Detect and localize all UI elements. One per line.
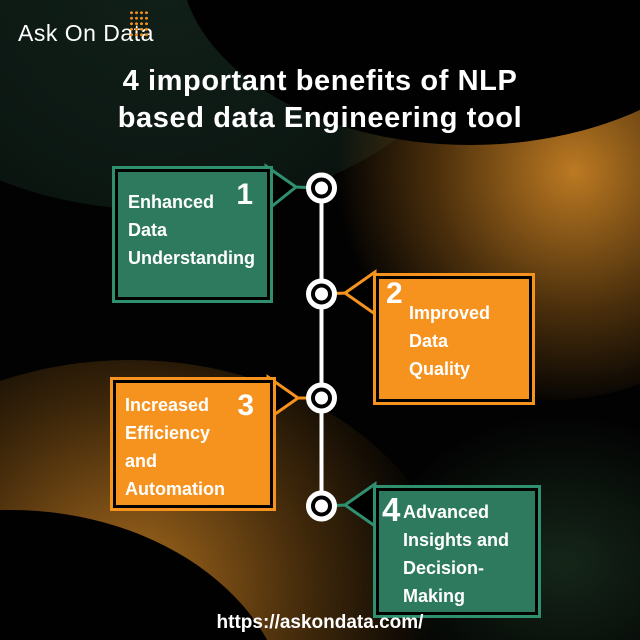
benefit-number-3: 3 (237, 389, 254, 422)
pointer-tab-4 (342, 481, 377, 529)
website-url[interactable]: https://askondata.com/ (216, 612, 424, 633)
timeline-node-2 (306, 278, 337, 310)
benefit-number-2: 2 (386, 277, 403, 310)
benefit-box-2-inner: 2 Improved Data Quality (379, 279, 529, 399)
benefit-box-1-inner: 1 Enhanced Data Understanding (118, 172, 267, 297)
dot-grid-icon (129, 10, 150, 39)
benefit-text-4: Advanced Insights and Decision- Making (403, 502, 510, 606)
benefit-number-4: 4 (382, 491, 401, 528)
benefit-box-1: 1 Enhanced Data Understanding (112, 166, 273, 303)
benefit-box-3: 3 Increased Efficiency and Automation (110, 377, 276, 511)
timeline-node-4 (306, 490, 337, 522)
benefit-box-4-inner: 4 Advanced Insights and Decision- Making (379, 491, 535, 612)
benefit-number-1: 1 (236, 178, 253, 211)
timeline-node-1 (306, 172, 337, 204)
pointer-tab-2 (342, 269, 377, 317)
benefit-box-4: 4 Advanced Insights and Decision- Making (373, 485, 541, 618)
title-line-2: based data Engineering tool (117, 102, 523, 134)
page-title: 4 important benefits of NLP based data E… (0, 63, 640, 137)
benefit-box-2: 2 Improved Data Quality (373, 273, 535, 405)
title-line-1: 4 important benefits of NLP (122, 65, 518, 97)
benefit-box-3-inner: 3 Increased Efficiency and Automation (116, 383, 270, 505)
timeline-node-3 (306, 382, 337, 414)
